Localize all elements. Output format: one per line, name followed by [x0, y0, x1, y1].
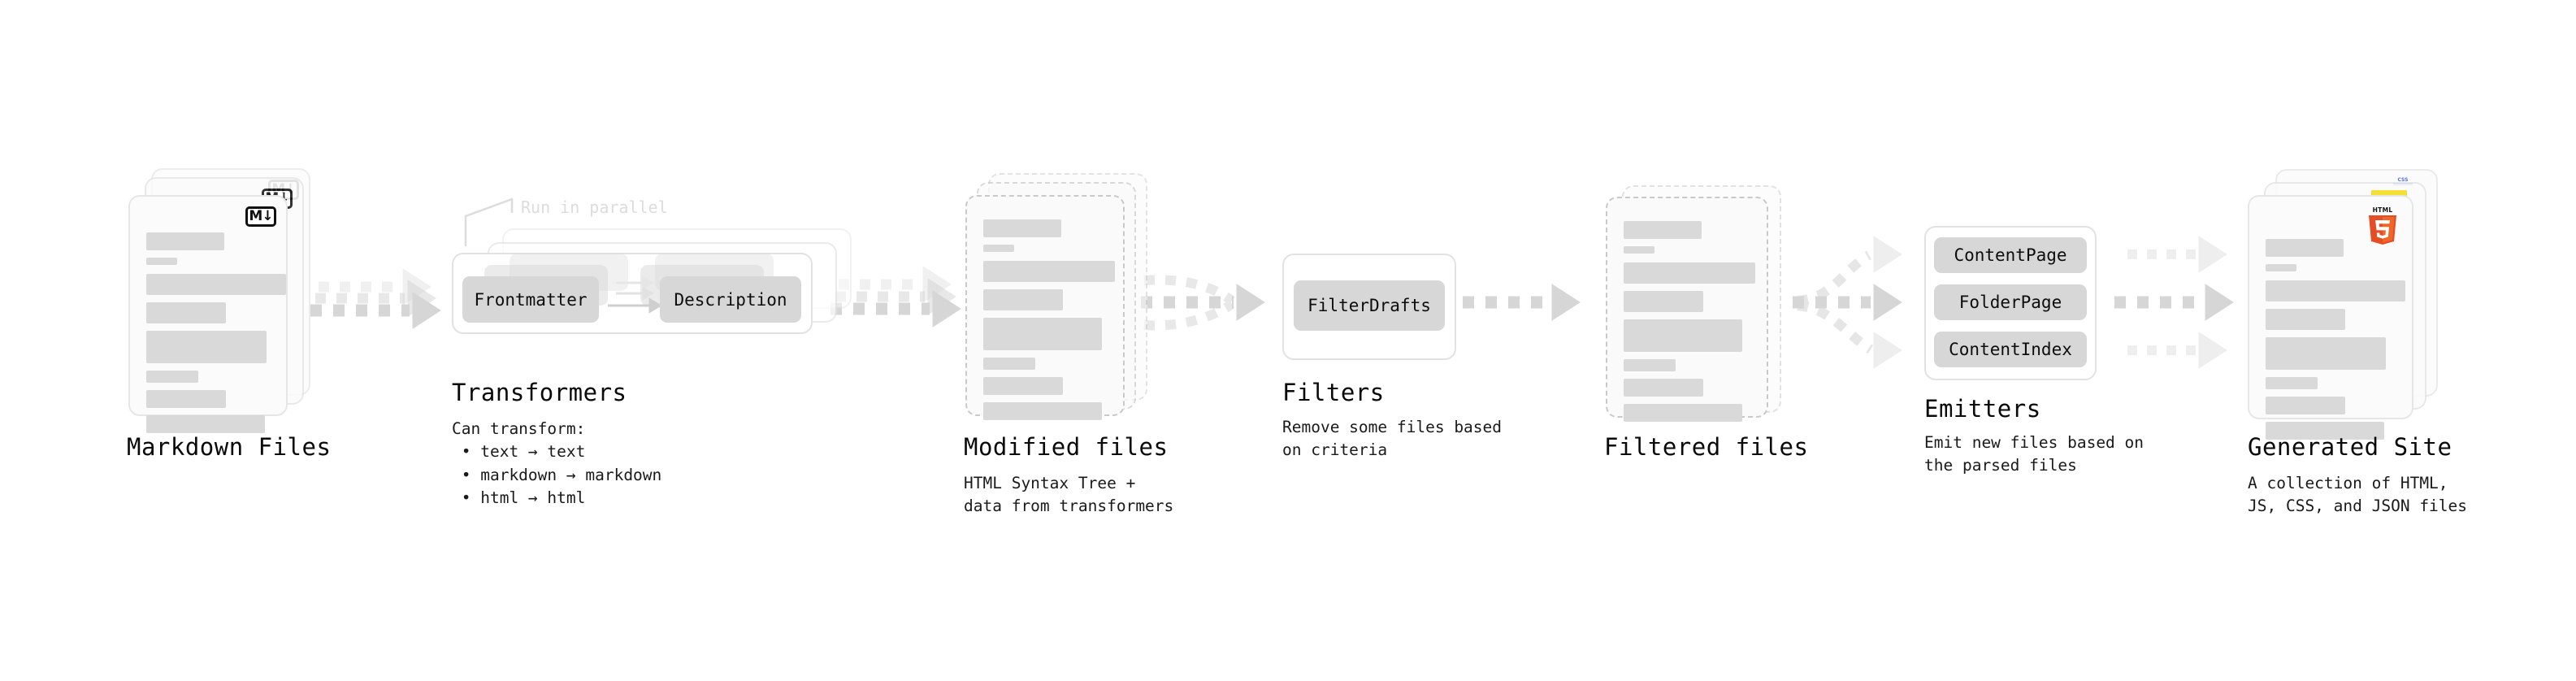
html5-icon: HTML	[2369, 206, 2396, 245]
skeleton-bars	[983, 219, 1115, 427]
stage-subtitle-transformers: Can transform: • text → text • markdown …	[452, 419, 662, 507]
filter-pill-filterdrafts-label: FilterDrafts	[1308, 296, 1431, 315]
emitter-pill-folderpage[interactable]: FolderPage	[1934, 284, 2087, 320]
emitter-pill-contentindex-label: ContentIndex	[1949, 340, 2072, 359]
filtered-file-card-front[interactable]	[1606, 197, 1768, 422]
conn-md-to-transformers	[310, 268, 441, 329]
transformer-pill-frontmatter[interactable]: Frontmatter	[462, 276, 599, 323]
svg-text:CSS: CSS	[2398, 177, 2409, 183]
filter-pill-filterdrafts[interactable]: FilterDrafts	[1294, 280, 1445, 331]
stage-title-emitters: Emitters	[1924, 395, 2041, 423]
stage-subtitle-modified-files: HTML Syntax Tree + data from transformer…	[964, 474, 1174, 516]
emitter-pill-folderpage-label: FolderPage	[1958, 293, 2062, 312]
emitter-pill-contentpage-label: ContentPage	[1954, 245, 2067, 265]
transformer-pill-frontmatter-label: Frontmatter	[474, 289, 588, 310]
emitter-pill-contentpage[interactable]: ContentPage	[1934, 237, 2087, 273]
markdown-icon: M↓	[245, 206, 276, 227]
modified-file-card-front[interactable]	[965, 195, 1125, 420]
stage-title-markdown-files: Markdown Files	[127, 433, 332, 461]
skeleton-bars	[2266, 239, 2405, 447]
skeleton-bars	[1624, 221, 1755, 429]
transformer-pill-description[interactable]: Description	[660, 276, 801, 323]
skeleton-bars	[146, 232, 286, 440]
generated-site-card-html[interactable]: HTML	[2248, 195, 2413, 440]
svg-text:HTML: HTML	[2373, 206, 2393, 214]
stage-subtitle-generated-site: A collection of HTML, JS, CSS, and JSON …	[2248, 474, 2468, 516]
conn-filters-to-filtered	[1463, 284, 1581, 321]
conn-emitters-to-site	[2114, 236, 2234, 369]
stage-title-transformers: Transformers	[452, 379, 627, 406]
stage-title-filters: Filters	[1282, 379, 1385, 406]
emitter-pill-contentindex[interactable]: ContentIndex	[1934, 332, 2087, 367]
markdown-file-card-front[interactable]: M↓	[128, 195, 288, 433]
stage-subtitle-filters: Remove some files based on criteria	[1282, 418, 1503, 460]
stage-title-filtered-files: Filtered files	[1604, 433, 1809, 461]
stage-subtitle-emitters: Emit new files based on the parsed files	[1924, 433, 2144, 475]
run-in-parallel-label: Run in parallel	[521, 197, 668, 217]
conn-filtered-to-emitters	[1793, 236, 1902, 369]
stage-title-modified-files: Modified files	[964, 433, 1169, 461]
stage-title-generated-site: Generated Site	[2248, 433, 2452, 461]
transformer-pill-description-label: Description	[674, 289, 787, 310]
conn-modified-to-filters	[1141, 275, 1265, 331]
